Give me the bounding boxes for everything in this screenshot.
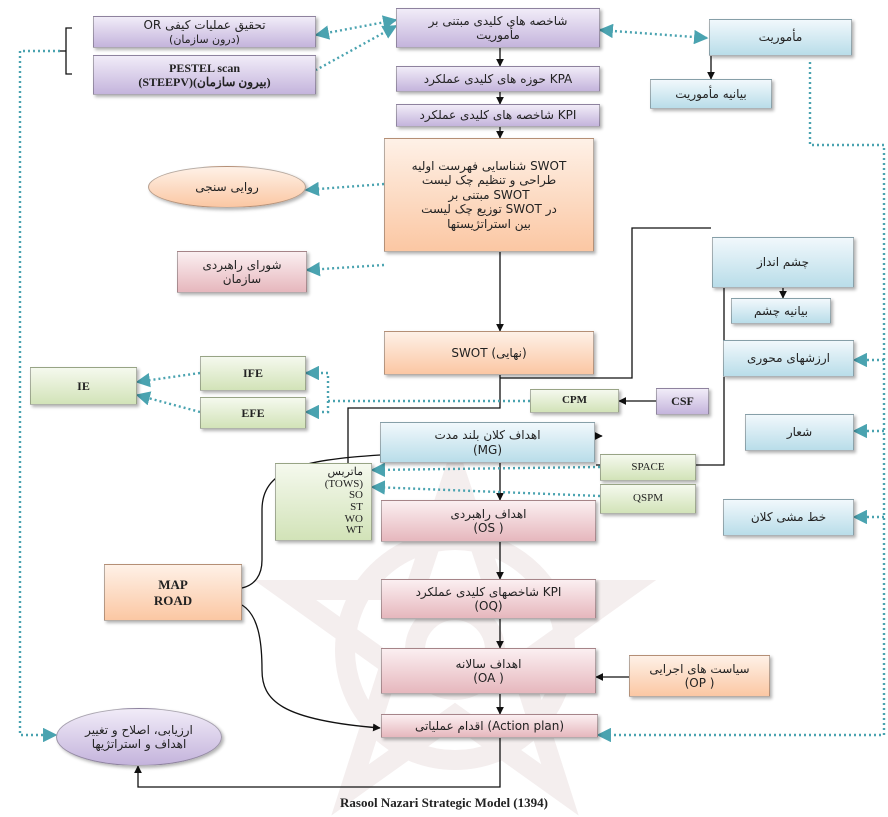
efe-box: EFE <box>200 397 306 429</box>
curve-maproad-action <box>241 604 381 732</box>
kpi-top-box: شاخصه های کلیدی عملکرد KPI <box>396 104 600 127</box>
vision-label: چشم انداز <box>756 255 810 270</box>
mission-statement-label: بیانیه مأموریت <box>675 86 747 101</box>
cpm-label: CPM <box>561 394 588 407</box>
os-box: اهداف راهبردی (OS ) <box>381 500 596 542</box>
bracket-or-pestel <box>65 27 72 75</box>
ie-box: IE <box>30 367 137 405</box>
efe-label: EFE <box>241 405 265 420</box>
oq-box: شاخصهای کلیدی عملکرد KPI (OQ) <box>381 579 596 619</box>
dotted-space-tows <box>370 462 601 478</box>
vision-box: چشم انداز <box>712 237 854 288</box>
strategy-council-label: شورای راهبردی <box>202 257 282 272</box>
op-label: سیاست های اجرایی <box>649 661 750 676</box>
mg-label: اهداف کلان بلند مدت <box>434 428 541 443</box>
map-road-label: MAP <box>158 576 188 592</box>
dotted-mission-mission <box>598 23 709 45</box>
tows-box: ماتریس (TOWS) SO ST WO WT <box>275 463 372 541</box>
dotted-qspm-tows <box>370 480 601 498</box>
tows-label: ماتریس <box>327 466 363 479</box>
qspm-label: QSPM <box>633 492 663 505</box>
op-box: سیاست های اجرایی (OP ) <box>629 655 770 697</box>
map-road-box: MAP ROAD <box>104 564 242 621</box>
qspm-box: QSPM <box>600 484 696 514</box>
dotted-efe-ie <box>135 391 201 414</box>
dotted-mission-or <box>314 15 398 40</box>
dotted-swot-council <box>305 261 385 277</box>
space-box: SPACE <box>600 454 696 481</box>
policy-box: خط مشی کلان <box>723 499 854 536</box>
or-research-label: OR تحقیق عملیات کیفی <box>143 18 266 33</box>
line-vision-swot <box>500 227 711 379</box>
dotted-swot-validity <box>304 181 385 197</box>
kpa-box: حوزه های کلیدی عملکرد KPA <box>396 66 600 92</box>
evaluation-ellipse: ارزیابی، اصلاح و تغییر اهداف و استراتژیه… <box>56 708 222 766</box>
dotted-right-loop <box>808 62 886 737</box>
kpi-top-label: شاخصه های کلیدی عملکرد KPI <box>419 108 577 123</box>
validity-label: روایی سنجی <box>195 179 259 194</box>
swot-list-box: شناسایی فهرست اولیه SWOT طراحی و تنظیم چ… <box>384 138 594 252</box>
or-research-box: OR تحقیق عملیات کیفی (درون سازمان) <box>93 16 316 48</box>
dotted-mission-pestel <box>315 24 398 72</box>
action-plan-label: اقدام عملیاتی (Action plan) <box>414 718 565 733</box>
policy-label: خط مشی کلان <box>750 510 827 525</box>
cpm-box: CPM <box>530 389 619 413</box>
mission-statement-box: بیانیه مأموریت <box>650 79 772 109</box>
slogan-label: شعار <box>786 425 813 440</box>
swot-final-box: SWOT (نهایی) <box>384 331 594 375</box>
arrow-swot-tows <box>344 375 501 479</box>
space-label: SPACE <box>631 460 665 473</box>
vision-statement-box: بیانیه چشم <box>731 298 831 324</box>
kpa-label: حوزه های کلیدی عملکرد KPA <box>423 71 573 86</box>
mission-indicators-label: شاخصه های کلیدی مبتنی بر <box>428 13 568 28</box>
csf-label: CSF <box>671 394 694 409</box>
pestel-label: PESTEL scan <box>168 60 241 75</box>
line-vision-mg <box>596 288 725 466</box>
dotted-cpm-efe <box>304 401 330 420</box>
swot-list-line: شناسایی فهرست اولیه SWOT <box>411 159 567 174</box>
pestel-box: PESTEL scan (STEEPV)(بیرون سازمان) <box>93 55 316 95</box>
mission-label: مأموریت <box>758 30 803 45</box>
dotted-cpm-ife <box>304 365 530 403</box>
ife-label: IFE <box>242 366 263 381</box>
action-plan-box: اقدام عملیاتی (Action plan) <box>381 714 598 738</box>
strategy-council-box: شورای راهبردی سازمان <box>177 251 307 293</box>
evaluation-label: ارزیابی، اصلاح و تغییر <box>85 722 193 737</box>
curve-mg-maproad <box>241 454 381 589</box>
slogan-box: شعار <box>745 414 854 451</box>
swot-final-label: SWOT (نهایی) <box>451 345 527 360</box>
mission-box: مأموریت <box>709 19 852 56</box>
oa-label: اهداف سالانه <box>455 656 522 671</box>
ife-box: IFE <box>200 356 306 391</box>
core-values-box: ارزشهای محوری <box>723 340 854 377</box>
ie-label: IE <box>77 378 90 393</box>
dotted-ife-ie <box>135 371 201 388</box>
mg-box: اهداف کلان بلند مدت (MG) <box>380 422 595 463</box>
oq-label: شاخصهای کلیدی عملکرد KPI <box>415 584 562 599</box>
os-label: اهداف راهبردی <box>450 506 527 521</box>
vision-statement-label: بیانیه چشم <box>754 303 808 318</box>
dotted-evaluation-loop <box>18 49 60 743</box>
mission-indicators-box: شاخصه های کلیدی مبتنی بر مأموریت <box>396 8 600 48</box>
arrow-action-evaluation <box>134 738 501 788</box>
validity-ellipse: روایی سنجی <box>148 166 306 208</box>
core-values-label: ارزشهای محوری <box>747 351 830 366</box>
csf-box: CSF <box>656 388 709 415</box>
oa-box: اهداف سالانه (OA ) <box>381 648 596 694</box>
diagram-caption: Rasool Nazari Strategic Model (1394) <box>340 795 548 810</box>
